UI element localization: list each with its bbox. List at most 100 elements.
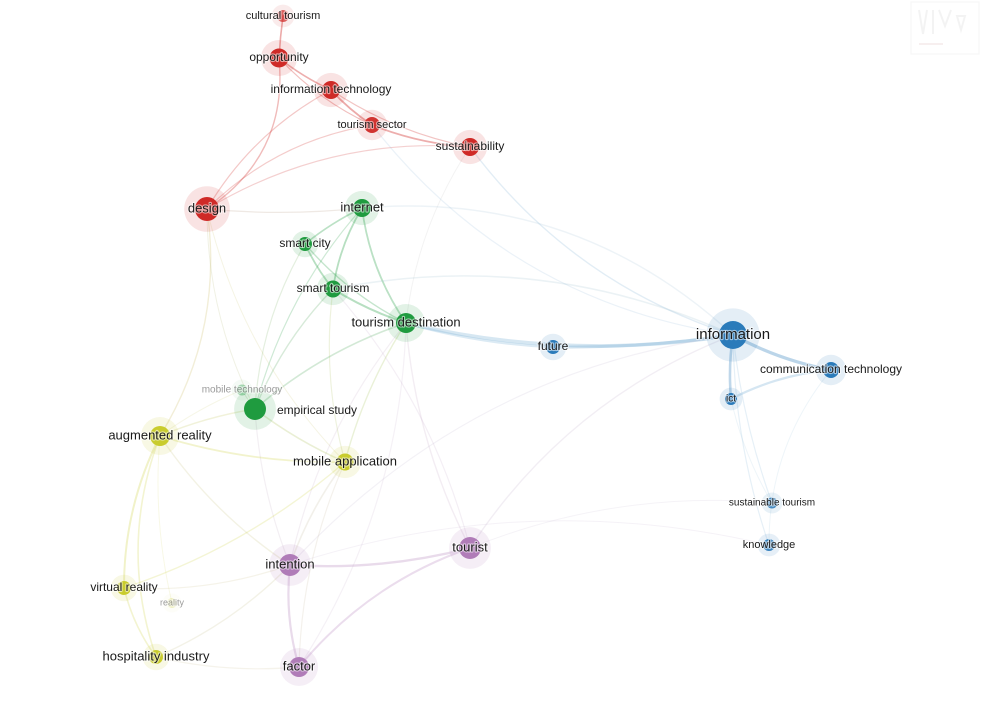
network-edge <box>304 243 407 324</box>
nodes-layer[interactable] <box>110 4 847 686</box>
labels-layer: cultural tourism opportunity information t… <box>89 9 903 675</box>
network-edge <box>732 334 773 504</box>
network-edge <box>288 546 472 568</box>
network-node-design[interactable] <box>195 197 219 221</box>
network-edge <box>332 288 471 549</box>
network-edge <box>289 461 346 566</box>
network-edge <box>123 564 291 590</box>
network-edge <box>405 322 471 549</box>
network-edge <box>137 435 161 658</box>
network-edge <box>206 144 471 210</box>
network-node-sustainable-tourism[interactable] <box>766 497 778 509</box>
network-edge <box>405 146 471 324</box>
network-edge <box>361 205 734 336</box>
network-edge <box>732 334 770 546</box>
network-edge <box>328 288 346 463</box>
network-node-cultural-tourism[interactable] <box>277 10 289 22</box>
network-edge <box>730 398 773 504</box>
node-label-virtual-reality: virtual reality <box>90 580 157 594</box>
node-label-mobile-application: mobile application <box>293 453 397 468</box>
network-node-tourism-sector[interactable] <box>364 117 380 133</box>
node-label-intention: intention <box>265 556 314 571</box>
network-node-information[interactable] <box>719 321 747 349</box>
node-label-future: future <box>538 339 569 353</box>
network-edge <box>289 520 770 566</box>
node-label-design: design <box>188 200 226 215</box>
network-edge <box>157 435 173 604</box>
edges-layer <box>122 15 833 670</box>
network-edge <box>469 146 734 336</box>
network-edge <box>371 124 734 336</box>
node-label-mobile-technology: mobile technology <box>202 385 283 396</box>
network-edge <box>361 207 407 324</box>
network-node-tourism-destination[interactable] <box>396 313 416 333</box>
network-node-augmented-reality[interactable] <box>150 426 170 446</box>
network-node-knowledge[interactable] <box>763 539 775 551</box>
network-edge <box>551 333 735 349</box>
network-edge <box>298 322 407 668</box>
network-node-internet[interactable] <box>353 199 371 217</box>
network-node-sustainability[interactable] <box>461 138 479 156</box>
network-node-factor[interactable] <box>289 657 309 677</box>
network-edge <box>404 321 555 349</box>
network-edge <box>206 89 332 210</box>
network-edge <box>254 207 363 410</box>
network-node-mobile-application[interactable] <box>336 453 354 471</box>
node-label-reality: reality <box>160 597 185 607</box>
network-node-empirical-study[interactable] <box>244 398 266 420</box>
network-edge <box>768 369 832 546</box>
node-label-sustainability: sustainability <box>436 139 505 153</box>
network-edge <box>206 207 363 213</box>
network-edge <box>469 499 773 549</box>
network-edge <box>254 408 346 463</box>
network-edge <box>123 587 157 658</box>
network-node-mobile-technology[interactable] <box>236 384 248 396</box>
node-label-information-technology: information technology <box>271 82 392 96</box>
network-edge <box>344 322 407 463</box>
network-edge <box>155 656 300 670</box>
node-label-internet: internet <box>340 199 384 214</box>
network-node-opportunity[interactable] <box>269 48 289 68</box>
network-edge <box>278 57 373 126</box>
node-label-opportunity: opportunity <box>249 50 308 64</box>
network-edge <box>159 435 346 464</box>
network-edge <box>206 124 373 210</box>
network-node-smart-city[interactable] <box>298 237 312 251</box>
network-node-reality[interactable] <box>167 598 177 608</box>
network-edge <box>332 275 734 336</box>
network-edge <box>254 322 407 410</box>
network-edge <box>159 435 291 566</box>
network-node-hospitality-industry[interactable] <box>149 650 163 664</box>
network-node-communication-technology[interactable] <box>823 362 839 378</box>
network-edge <box>289 322 407 566</box>
network-edge <box>469 334 734 549</box>
node-label-knowledge: knowledge <box>743 539 796 551</box>
network-edge <box>122 435 161 589</box>
node-label-cultural-tourism: cultural tourism <box>246 10 321 22</box>
network-edge <box>206 208 346 463</box>
network-edge <box>206 57 281 210</box>
network-edge <box>159 208 212 437</box>
network-edge <box>330 89 471 148</box>
node-label-factor: factor <box>283 658 316 673</box>
node-label-sustainable-tourism: sustainable tourism <box>729 498 815 509</box>
node-label-communication-technology: communication technology <box>760 362 902 376</box>
network-node-intention[interactable] <box>279 554 301 576</box>
network-edge <box>289 334 734 566</box>
network-edge <box>404 321 735 348</box>
network-edge <box>371 124 471 148</box>
network-edge <box>155 564 291 658</box>
network-edge <box>206 208 256 410</box>
network-node-future[interactable] <box>546 340 560 354</box>
node-label-smart-tourism: smart tourism <box>297 281 370 295</box>
network-node-tourist[interactable] <box>459 537 481 559</box>
network-node-smart-tourism[interactable] <box>324 280 342 298</box>
network-node-virtual-reality[interactable] <box>117 581 131 595</box>
network-edge <box>254 288 334 410</box>
node-label-smart-city: smart city <box>279 236 330 250</box>
node-label-tourism-destination: tourism destination <box>351 314 460 329</box>
network-node-information-technology[interactable] <box>322 81 340 99</box>
network-node-ict[interactable] <box>725 393 737 405</box>
